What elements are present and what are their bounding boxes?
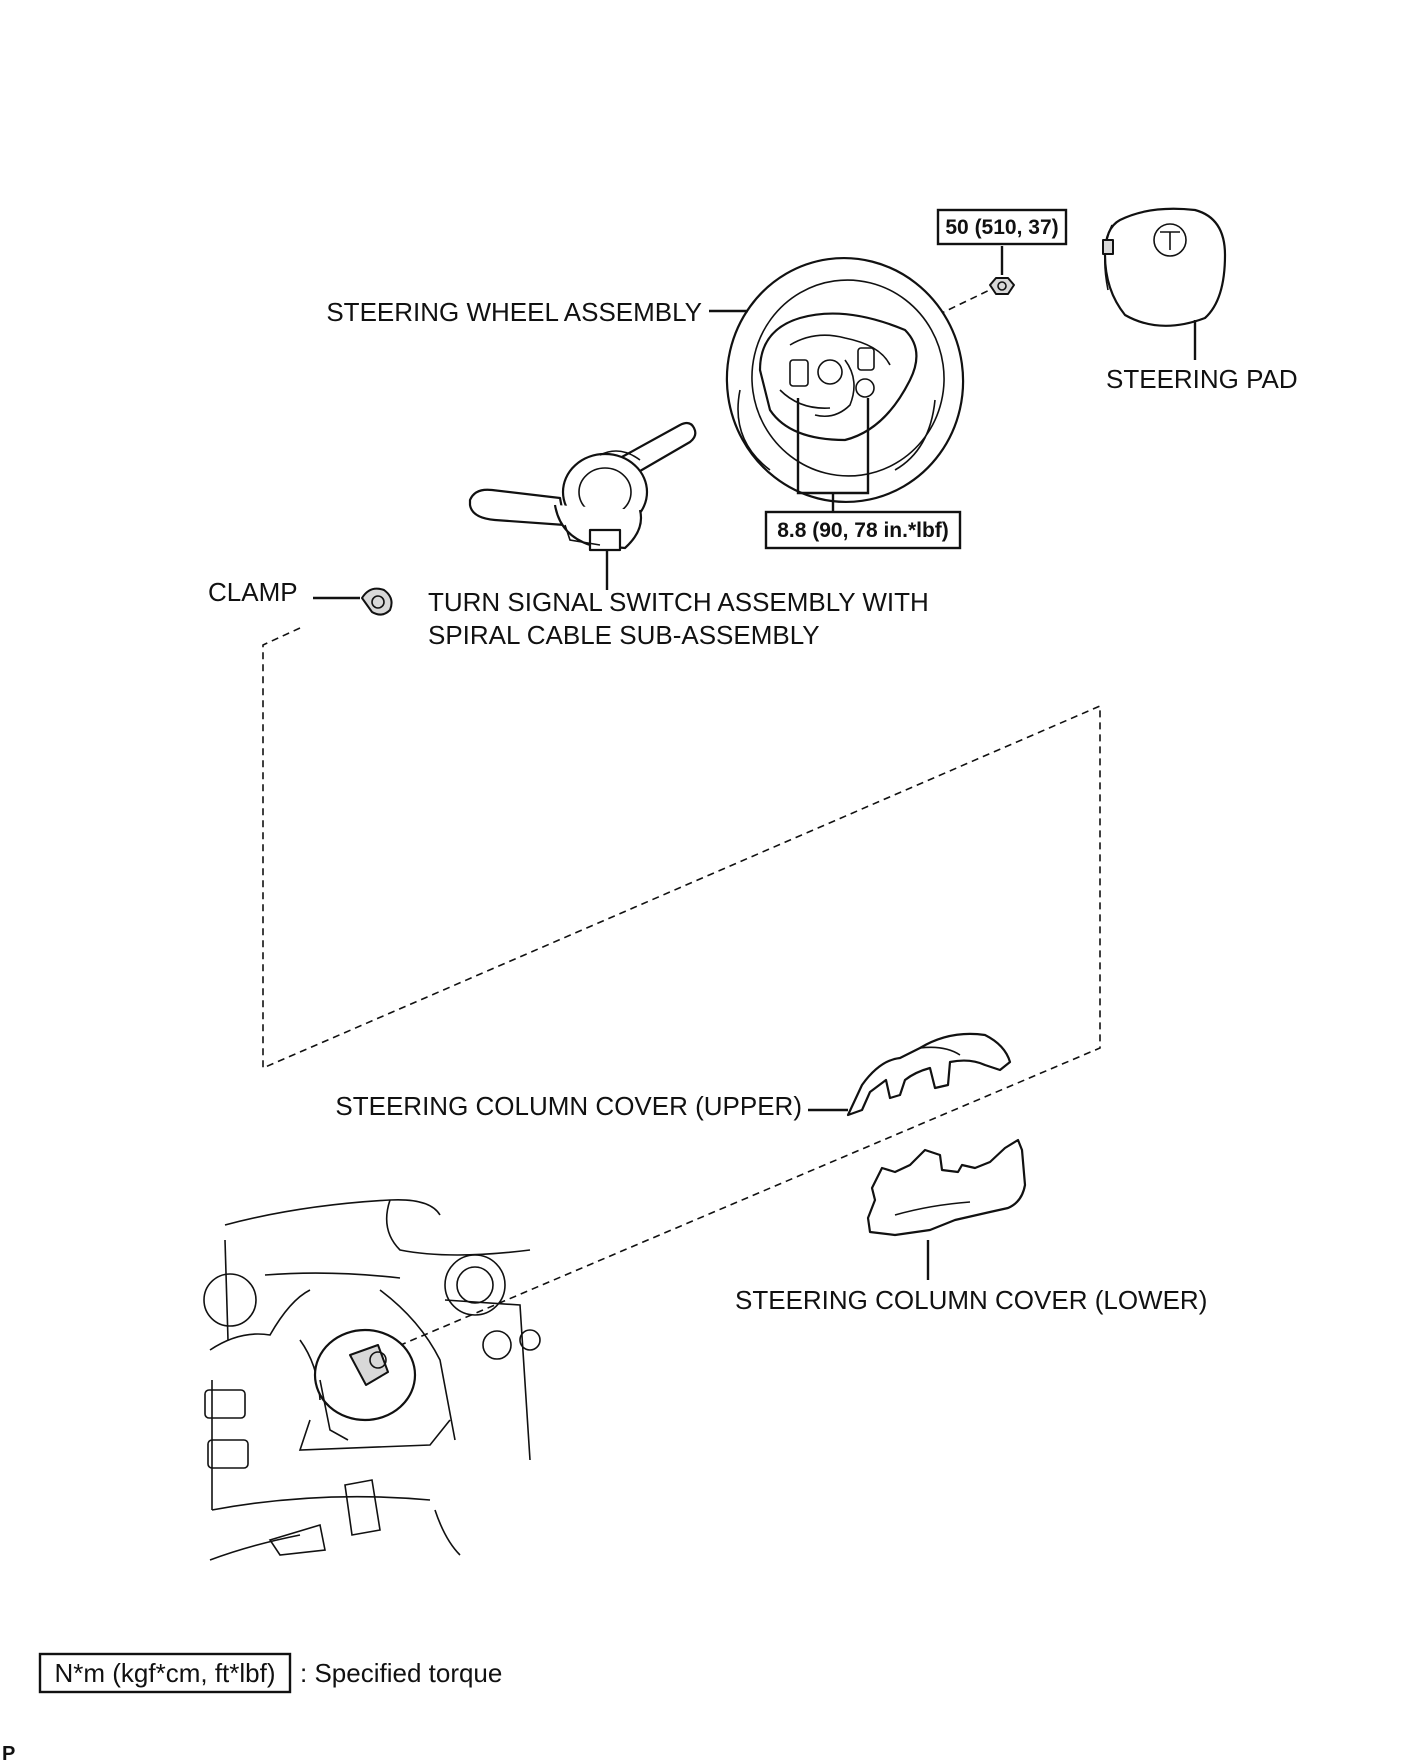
- assembly-guide-lines: [262, 284, 1101, 1359]
- steering-pad-illustration: [1102, 207, 1227, 327]
- torque-wheel-nut: 50 (510, 37): [945, 216, 1058, 239]
- label-clamp: CLAMP: [208, 577, 298, 607]
- dashboard-illustration: [203, 1198, 541, 1561]
- turn-signal-switch-illustration: [468, 421, 697, 552]
- column-cover-upper-illustration: [846, 1032, 1012, 1117]
- torque-pad-screws: 8.8 (90, 78 in.*lbf): [777, 519, 949, 542]
- label-column-cover-lower: STEERING COLUMN COVER (LOWER): [735, 1285, 1207, 1315]
- label-steering-pad: STEERING PAD: [1106, 364, 1298, 394]
- corner-mark: P: [2, 1743, 15, 1763]
- legend-unit-box: N*m (kgf*cm, ft*lbf): [54, 1658, 275, 1688]
- label-column-cover-upper: STEERING COLUMN COVER (UPPER): [335, 1091, 802, 1121]
- clamp-icon: [361, 587, 393, 616]
- label-steering-wheel-assembly: STEERING WHEEL ASSEMBLY: [326, 297, 702, 327]
- label-turn-signal-line2: SPIRAL CABLE SUB-ASSEMBLY: [428, 620, 820, 650]
- column-cover-lower-illustration: [866, 1138, 1027, 1237]
- torque-box-wheel-nut: 50 (510, 37): [936, 208, 1068, 246]
- wheel-nut-icon: [989, 277, 1015, 295]
- legend-description: : Specified torque: [300, 1658, 502, 1688]
- steering-wheel-illustration: [725, 256, 965, 504]
- label-turn-signal-line1: TURN SIGNAL SWITCH ASSEMBLY WITH: [428, 587, 929, 617]
- torque-box-pad-screws: 8.8 (90, 78 in.*lbf): [764, 510, 962, 550]
- torque-legend: N*m (kgf*cm, ft*lbf) : Specified torque: [38, 1652, 502, 1694]
